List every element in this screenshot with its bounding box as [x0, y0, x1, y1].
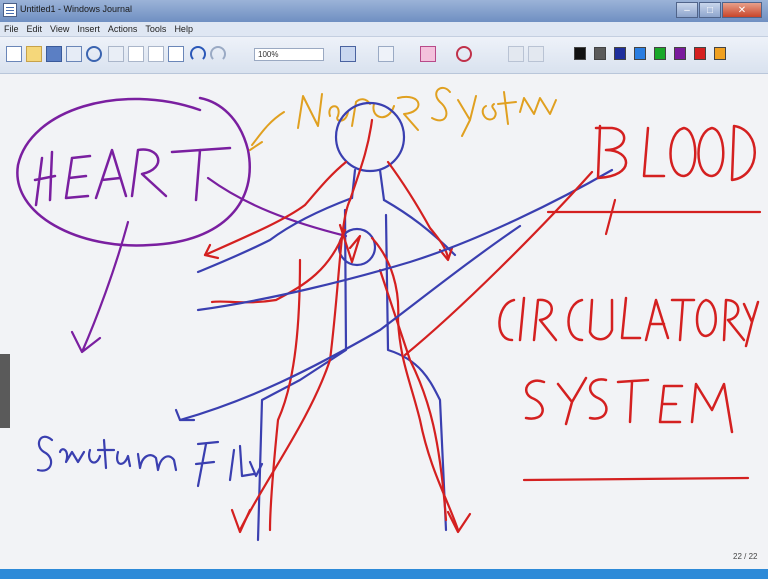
toolbar: 100% — [0, 37, 768, 74]
eraser-icon[interactable] — [420, 46, 436, 62]
window-title: Untitled1 - Windows Journal — [20, 4, 132, 14]
nervous-arrow — [250, 112, 284, 150]
color-orange-swatch[interactable] — [714, 47, 726, 60]
maximize-button[interactable]: □ — [699, 2, 721, 18]
zoom-value: 100% — [258, 50, 278, 59]
zoom-select[interactable]: 100% — [254, 48, 324, 61]
color-black-swatch[interactable] — [574, 47, 586, 60]
blood-to-body-line — [405, 172, 592, 355]
open-folder-icon[interactable] — [26, 46, 42, 62]
color-navy-swatch[interactable] — [614, 47, 626, 60]
system-handwriting — [526, 378, 732, 432]
scroll-handle[interactable] — [0, 354, 10, 428]
color-blue-swatch[interactable] — [634, 47, 646, 60]
save-icon[interactable] — [46, 46, 62, 62]
menu-help[interactable]: Help — [174, 24, 193, 34]
redo-icon[interactable] — [210, 46, 226, 62]
minimize-button[interactable]: – — [676, 2, 698, 18]
status-bar — [0, 569, 768, 579]
heart-arrow-to-heart — [208, 178, 346, 236]
highlighter-icon[interactable] — [378, 46, 394, 62]
color-gray-swatch[interactable] — [594, 47, 606, 60]
insert-space-icon[interactable] — [508, 46, 524, 62]
color-purple-swatch[interactable] — [674, 47, 686, 60]
paste-icon[interactable] — [148, 46, 164, 62]
structure-handwriting — [38, 437, 262, 486]
ink-drawing — [0, 74, 768, 569]
circulatory-handwriting — [499, 298, 758, 346]
menu-insert[interactable]: Insert — [77, 24, 100, 34]
cut-icon[interactable] — [108, 46, 124, 62]
selection-tool-icon[interactable] — [528, 46, 544, 62]
title-bar: Untitled1 - Windows Journal – □ ✕ — [0, 0, 768, 22]
new-note-icon[interactable] — [6, 46, 22, 62]
undo-icon[interactable] — [190, 46, 206, 62]
pen-tool-icon[interactable] — [340, 46, 356, 62]
menu-file[interactable]: File — [4, 24, 19, 34]
close-button[interactable]: ✕ — [722, 2, 762, 18]
lasso-icon[interactable] — [456, 46, 472, 62]
system-underline — [524, 478, 748, 480]
blood-to-heart-line — [198, 170, 612, 310]
menu-view[interactable]: View — [50, 24, 69, 34]
blood-handwriting — [596, 126, 755, 180]
body-outline — [198, 103, 455, 540]
window-controls: – □ ✕ — [676, 2, 762, 18]
color-red-swatch[interactable] — [694, 47, 706, 60]
send-icon[interactable] — [66, 46, 82, 62]
journal-app-icon — [3, 3, 17, 17]
blood-vessels — [205, 120, 470, 532]
page-icon[interactable] — [168, 46, 184, 62]
heart-handwriting — [35, 148, 230, 205]
copy-icon[interactable] — [128, 46, 144, 62]
note-canvas[interactable] — [0, 74, 768, 569]
menu-actions[interactable]: Actions — [108, 24, 138, 34]
menu-bar: File Edit View Insert Actions Tools Help — [0, 22, 768, 37]
menu-edit[interactable]: Edit — [27, 24, 43, 34]
menu-tools[interactable]: Tools — [145, 24, 166, 34]
color-green-swatch[interactable] — [654, 47, 666, 60]
find-icon[interactable] — [86, 46, 102, 62]
page-indicator: 22 / 22 — [733, 552, 757, 561]
blood-to-circulatory-line — [606, 200, 615, 234]
